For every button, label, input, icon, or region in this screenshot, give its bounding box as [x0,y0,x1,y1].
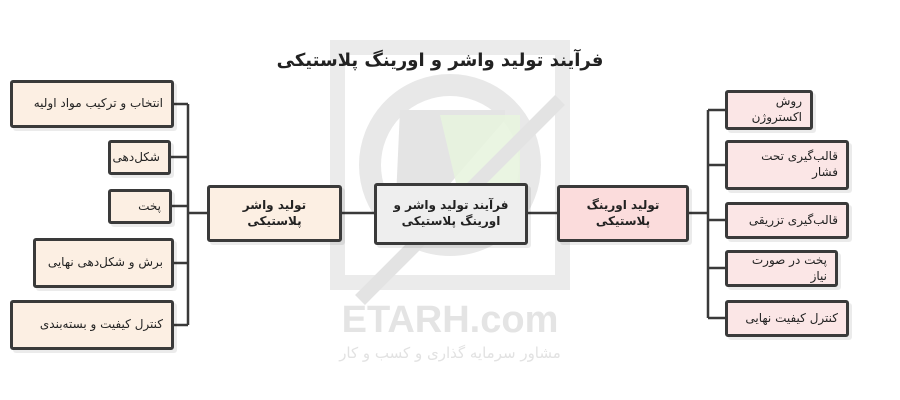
left-item-curing: پخت [108,189,172,224]
right-item-label: پخت در صورت نیاز [751,252,827,283]
right-item-extrusion: روش اکستروژن [725,90,813,130]
right-item-label: قالب‌گیری تحت فشار [761,149,838,179]
left-branch-node: تولید واشر پلاستیکی [207,185,342,242]
diagram-title: فرآیند تولید واشر و اورینگ پلاستیکی [276,50,604,71]
right-branch-label: تولید اورینگ پلاستیکی [586,197,660,228]
right-item-compression-molding: قالب‌گیری تحت فشار [725,140,849,190]
right-item-label: قالب‌گیری تزریقی [748,212,838,227]
center-label: فرآیند تولید واشر و اورینگ پلاستیکی [393,198,509,228]
center-node: فرآیند تولید واشر و اورینگ پلاستیکی [374,183,528,245]
right-item-label: روش اکستروژن [751,94,802,124]
right-item-final-qc: کنترل کیفیت نهایی [725,300,849,337]
watermark-tagline: مشاور سرمایه گذاری و کسب و کار [338,344,561,362]
left-item-label: پخت [138,198,161,213]
right-item-curing-if-needed: پخت در صورت نیاز [725,250,838,287]
right-item-label: کنترل کیفیت نهایی [745,310,838,325]
left-item-label: شکل‌دهی [112,149,160,164]
left-item-shaping: شکل‌دهی [108,140,171,175]
watermark-logo-icon [330,40,570,305]
left-branch-label: تولید واشر پلاستیکی [242,197,307,228]
right-item-injection-molding: قالب‌گیری تزریقی [725,202,849,239]
left-item-qc-packaging: کنترل کیفیت و بسته‌بندی [10,300,174,350]
left-item-label: برش و شکل‌دهی نهایی [47,255,163,270]
left-item-materials: انتخاب و ترکیب مواد اولیه [10,80,174,128]
left-item-label: انتخاب و ترکیب مواد اولیه [33,96,163,111]
left-item-label: کنترل کیفیت و بسته‌بندی [39,317,163,332]
left-item-final-cutting: برش و شکل‌دهی نهایی [33,238,174,288]
watermark-brand: ETARH.com [342,299,559,341]
right-branch-node: تولید اورینگ پلاستیکی [557,185,689,242]
